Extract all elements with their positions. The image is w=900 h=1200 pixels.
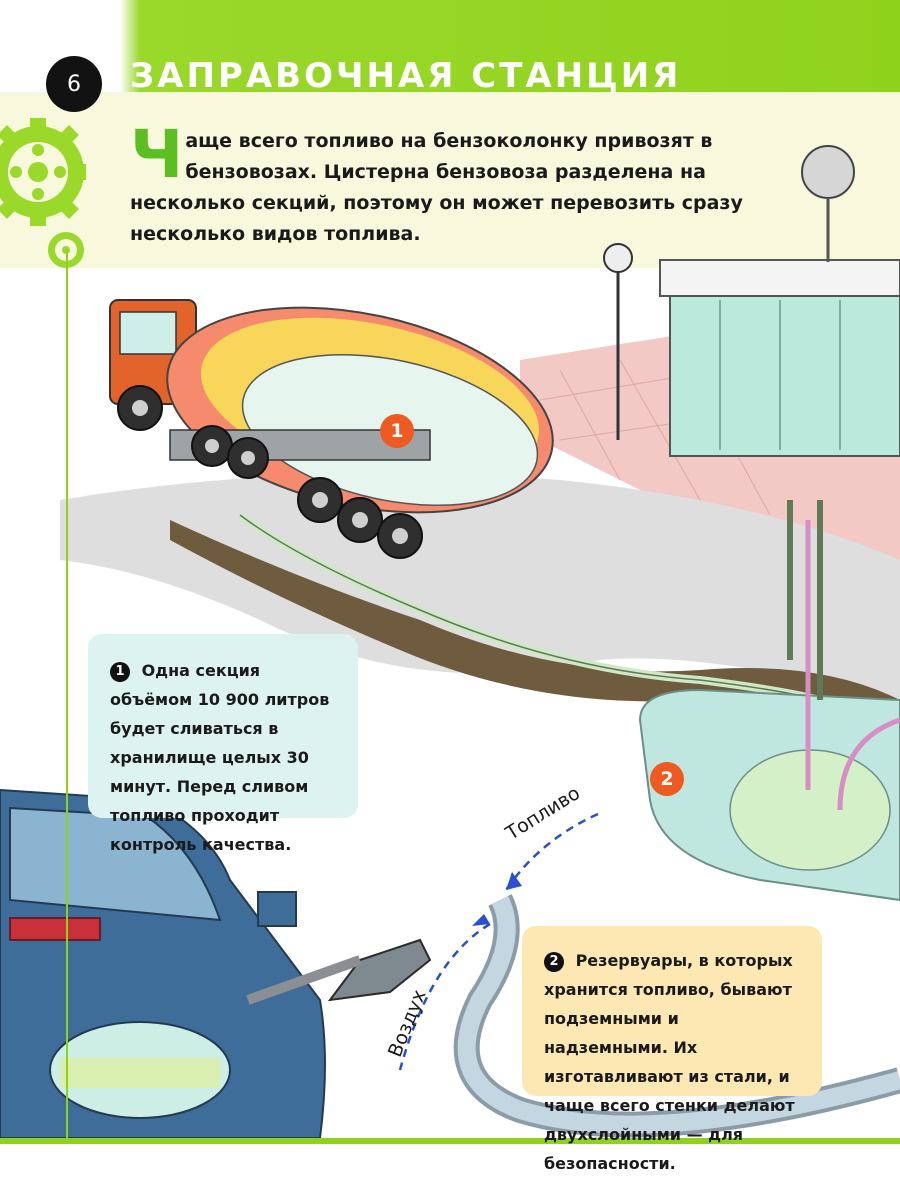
header-bar: [0, 0, 900, 92]
info-box-2: 2 Резервуары, в которых хранится топливо…: [522, 926, 822, 1173]
info-box-1-text: Одна секция объёмом 10 900 литров будет …: [110, 661, 330, 854]
info-box-2-number: 2: [544, 951, 564, 972]
info-box-2-text: Резервуары, в которых хранится топливо, …: [544, 951, 795, 1173]
page-title: ЗАПРАВОЧНАЯ СТАНЦИЯ: [130, 56, 682, 96]
info-box-1-number: 1: [110, 661, 130, 682]
drop-cap: Ч: [130, 116, 184, 193]
marker-2: 2: [650, 762, 684, 796]
info-box-1: 1 Одна секция объёмом 10 900 литров буде…: [88, 634, 358, 854]
intro-paragraph: Ч аще всего топливо на бензоколонку прив…: [130, 116, 770, 250]
page-number: 6: [46, 56, 102, 112]
left-border-line: [66, 250, 68, 1140]
gear-icon: [0, 118, 86, 226]
bottom-border-line: [0, 1138, 900, 1144]
marker-1: 1: [380, 414, 414, 448]
intro-text: аще всего топливо на бензоколонку привоз…: [130, 130, 743, 245]
